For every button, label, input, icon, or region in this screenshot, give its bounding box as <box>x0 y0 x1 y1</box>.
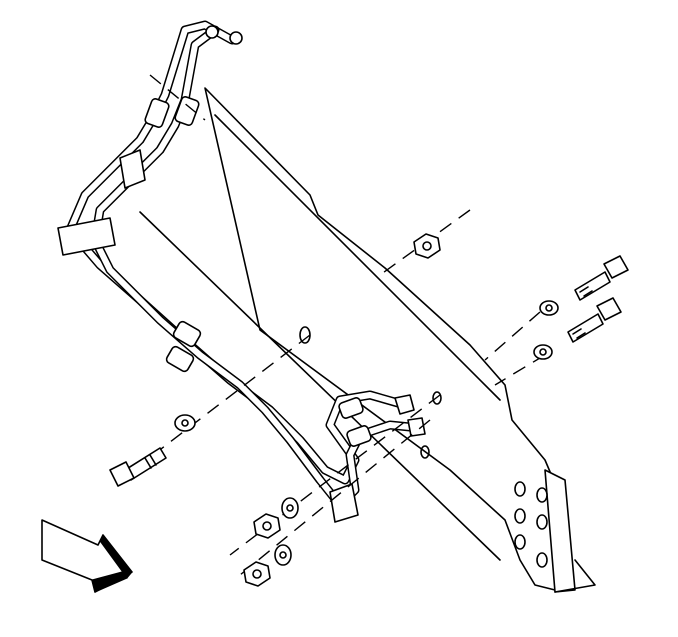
lower-nut-2 <box>243 561 271 587</box>
frame-rail <box>139 87 596 593</box>
upper-nut <box>413 233 441 259</box>
lower-washer-2 <box>274 544 292 566</box>
top-fittings <box>205 25 243 45</box>
middle-bolt <box>567 297 622 343</box>
tube-clips <box>57 149 359 523</box>
upper-washer <box>539 300 559 316</box>
lower-left-washer <box>174 414 196 432</box>
lower-left-clip-ring <box>299 326 311 344</box>
middle-washer <box>533 344 553 360</box>
lower-washer-1 <box>281 497 299 519</box>
lower-nut-1 <box>253 513 281 539</box>
tube-end-fittings <box>394 394 426 437</box>
tube-ferrules <box>144 96 372 447</box>
lower-clip-rings <box>420 391 442 459</box>
bracket-holes <box>514 481 548 568</box>
upper-bolt <box>574 255 629 301</box>
lower-left-bolt <box>109 447 167 487</box>
view-direction-arrow-icon <box>41 519 133 593</box>
